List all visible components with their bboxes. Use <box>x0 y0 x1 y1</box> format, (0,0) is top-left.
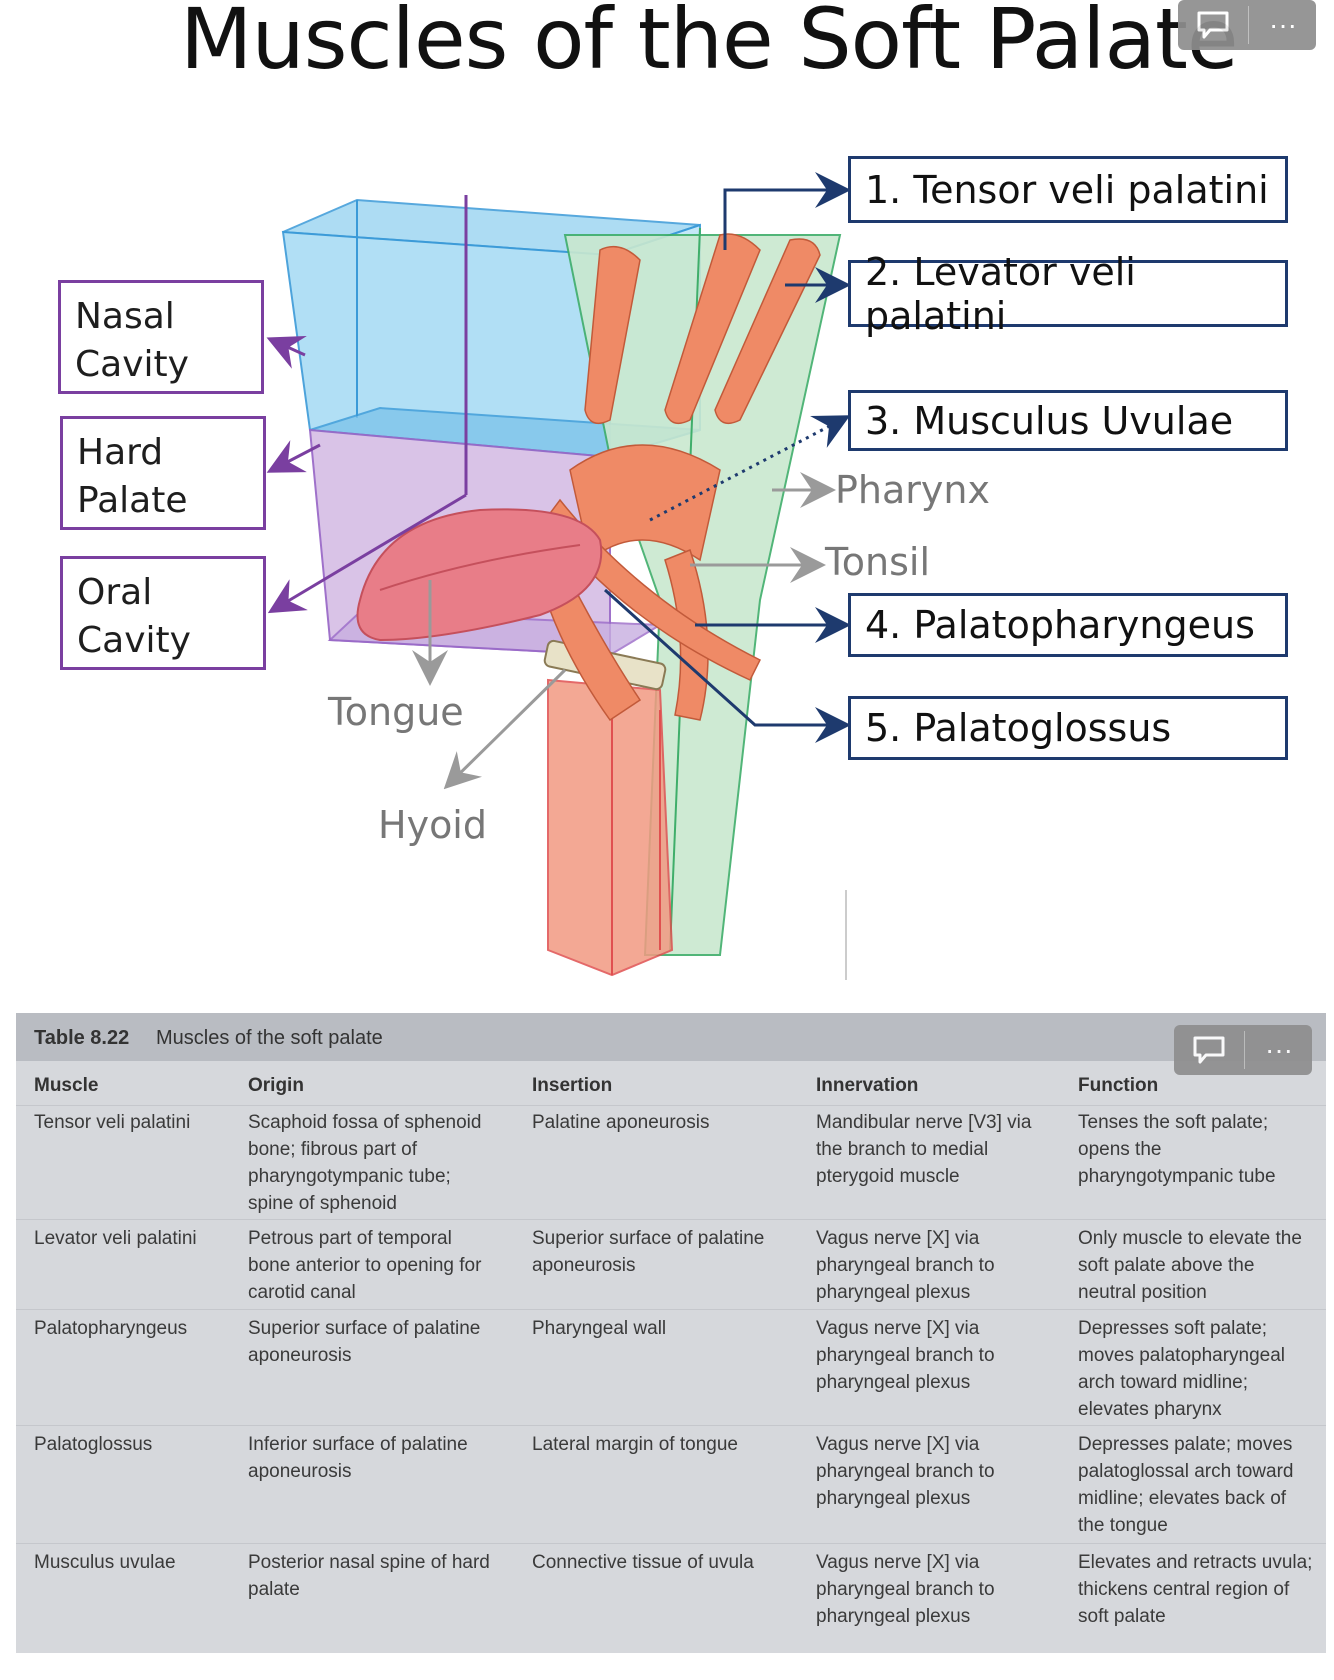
label-levator-veli-palatini: 2. Levator veli palatini <box>848 250 1288 338</box>
comment-icon[interactable] <box>1174 1025 1244 1075</box>
table-caption: Muscles of the soft palate <box>156 1027 383 1049</box>
cell-innervation: Vagus nerve [X] via pharyngeal branch to… <box>816 1318 995 1393</box>
hard-palate-label: Hard Palate <box>60 416 266 530</box>
cell-muscle: Tensor veli palatini <box>34 1112 191 1133</box>
cell-function: Elevates and retracts uvula; thickens ce… <box>1078 1552 1313 1627</box>
cell-insertion: Palatine aponeurosis <box>532 1112 710 1133</box>
cell-origin: Superior surface of palatine aponeurosis <box>248 1318 481 1366</box>
cell-origin: Petrous part of temporal bone anterior t… <box>248 1228 482 1303</box>
cell-innervation: Vagus nerve [X] via pharyngeal branch to… <box>816 1434 995 1509</box>
comment-icon[interactable] <box>1178 0 1248 50</box>
cell-origin: Scaphoid fossa of sphenoid bone; fibrous… <box>248 1112 482 1214</box>
cell-insertion: Connective tissue of uvula <box>532 1552 754 1573</box>
cell-innervation: Mandibular nerve [V3] via the branch to … <box>816 1112 1032 1187</box>
cell-insertion: Superior surface of palatine aponeurosis <box>532 1228 765 1276</box>
header-insertion: Insertion <box>532 1075 613 1096</box>
cell-function: Only muscle to elevate the soft palate a… <box>1078 1228 1302 1303</box>
table-number: Table 8.22 <box>34 1027 130 1049</box>
more-icon[interactable]: ··· <box>1269 9 1297 40</box>
cell-innervation: Vagus nerve [X] via pharyngeal branch to… <box>816 1228 995 1303</box>
table-caption-bar <box>16 1013 1326 1061</box>
cell-muscle: Palatoglossus <box>34 1434 153 1455</box>
hyoid-label: Hyoid <box>378 803 487 847</box>
page-title: Muscles of the Soft Palate <box>180 0 1239 88</box>
cell-origin: Posterior nasal spine of hard palate <box>248 1552 490 1600</box>
nasal-cavity-label: Nasal Cavity <box>58 280 264 394</box>
label-musculus-uvulae: 3. Musculus Uvulae <box>848 390 1288 451</box>
cell-origin: Inferior surface of palatine aponeurosis <box>248 1434 468 1482</box>
header-origin: Origin <box>248 1075 304 1096</box>
label-palatoglossus: 5. Palatoglossus <box>848 696 1288 760</box>
cell-insertion: Pharyngeal wall <box>532 1318 667 1339</box>
cell-muscle: Musculus uvulae <box>34 1552 176 1573</box>
label-tensor-veli-palatini: 1. Tensor veli palatini <box>848 156 1288 223</box>
tongue-label: Tongue <box>328 690 464 734</box>
cell-function: Depresses palate; moves palatoglossal ar… <box>1078 1434 1294 1536</box>
header-innervation: Innervation <box>816 1075 919 1096</box>
oral-cavity-label: Oral Cavity <box>60 556 266 670</box>
cell-muscle: Levator veli palatini <box>34 1228 197 1249</box>
cell-muscle: Palatopharyngeus <box>34 1318 188 1339</box>
header-function: Function <box>1078 1075 1159 1096</box>
table-overlay-toolbar: ··· <box>1174 1025 1312 1075</box>
tongue-shape <box>356 508 603 642</box>
label-palatopharyngeus: 4. Palatopharyngeus <box>848 593 1288 657</box>
soft-palate-diagram <box>266 172 851 980</box>
tonsil-label: Tonsil <box>825 540 931 584</box>
cell-innervation: Vagus nerve [X] via pharyngeal branch to… <box>816 1552 995 1627</box>
cell-insertion: Lateral margin of tongue <box>532 1434 738 1455</box>
muscles-table: Table 8.22 Muscles of the soft palate ··… <box>16 1013 1326 1653</box>
pharynx-label: Pharynx <box>835 468 990 512</box>
larynx-column <box>543 639 674 977</box>
image-overlay-toolbar: ··· <box>1178 0 1316 50</box>
more-icon[interactable]: ··· <box>1265 1034 1293 1065</box>
cell-function: Depresses soft palate; moves palatophary… <box>1078 1318 1286 1420</box>
cell-function: Tenses the soft palate; opens the pharyn… <box>1078 1112 1276 1187</box>
header-muscle: Muscle <box>34 1075 99 1096</box>
